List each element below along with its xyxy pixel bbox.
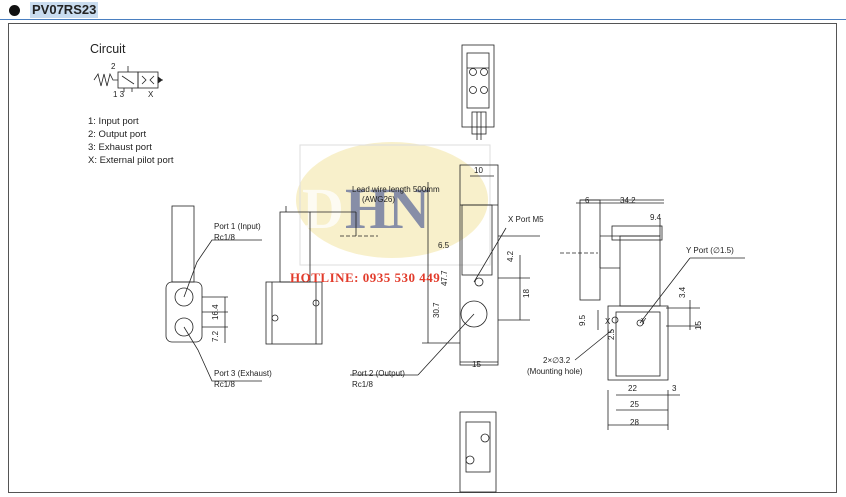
dim-18: 18 xyxy=(522,289,531,298)
dim-3-4: 3.4 xyxy=(678,286,687,298)
svg-text:N: N xyxy=(388,176,430,241)
port-side-view xyxy=(165,205,262,382)
port1-thread: Rc1/8 xyxy=(214,233,235,242)
port2-thread: Rc1/8 xyxy=(352,380,373,389)
dim-28: 28 xyxy=(630,418,639,427)
dim-10: 10 xyxy=(474,166,483,175)
port3-thread: Rc1/8 xyxy=(214,380,235,389)
awg-label: (AWG26) xyxy=(362,195,396,204)
dim-30-7: 30.7 xyxy=(432,302,441,318)
dim-34-2: 34.2 xyxy=(620,196,636,205)
dim-15-bottom: 15 xyxy=(472,360,481,369)
bottom-view xyxy=(459,411,497,493)
yport-label: Y Port (∅1.5) xyxy=(686,246,734,255)
mounting-note: (Mounting hole) xyxy=(527,367,583,376)
drawing-frame xyxy=(8,23,837,493)
dim-6: 6 xyxy=(585,196,590,205)
dim-15-right: 15 xyxy=(694,321,703,330)
legend-item: 3: Exhaust port xyxy=(88,142,152,153)
top-view xyxy=(461,44,495,140)
dim-9-5: 9.5 xyxy=(578,314,587,326)
port3-label: Port 3 (Exhaust) xyxy=(214,369,272,378)
circuit-port-top: 2 xyxy=(111,62,116,71)
dim-25: 25 xyxy=(630,400,639,409)
header-rule xyxy=(0,19,846,20)
dim-4-2: 4.2 xyxy=(506,250,515,262)
dim-47-7: 47.7 xyxy=(440,270,449,286)
legend-item: X: External pilot port xyxy=(88,155,174,166)
x-mark: X xyxy=(605,317,611,326)
section-header: PV07RS23 xyxy=(0,0,846,22)
watermark-hotline: HOTLINE: 0935 530 449 xyxy=(290,270,441,285)
dim-2-5: 2.5 xyxy=(607,328,616,340)
dim-16-4: 16.4 xyxy=(211,304,220,320)
dim-9-4: 9.4 xyxy=(650,213,662,222)
dim-3: 3 xyxy=(672,384,677,393)
svg-text:D: D xyxy=(302,176,344,241)
lead-wire-label: Lead wire length 500mm xyxy=(352,185,440,194)
wire-side-view xyxy=(265,206,378,345)
xport-label: X Port M5 xyxy=(508,215,544,224)
y-mark: Y xyxy=(641,317,647,326)
port2-label: Port 2 (Output) xyxy=(352,369,405,378)
circuit-port-bottom: 1 3 xyxy=(113,90,125,99)
circuit-title: Circuit xyxy=(90,42,126,56)
dim-7-2: 7.2 xyxy=(211,330,220,342)
bullet-icon xyxy=(9,5,20,16)
front-view xyxy=(350,164,540,376)
legend-item: 2: Output port xyxy=(88,129,147,140)
mounting-label: 2×∅3.2 xyxy=(543,356,571,365)
circuit-port-x: X xyxy=(148,90,154,99)
svg-text:H: H xyxy=(345,176,390,241)
dim-22: 22 xyxy=(628,384,637,393)
port1-label: Port 1 (Input) xyxy=(214,222,261,231)
model-title: PV07RS23 xyxy=(30,2,99,18)
dim-6-5: 6.5 xyxy=(438,241,450,250)
legend-item: 1: Input port xyxy=(88,116,139,127)
right-side-view xyxy=(560,199,745,430)
circuit-symbol xyxy=(93,66,163,92)
